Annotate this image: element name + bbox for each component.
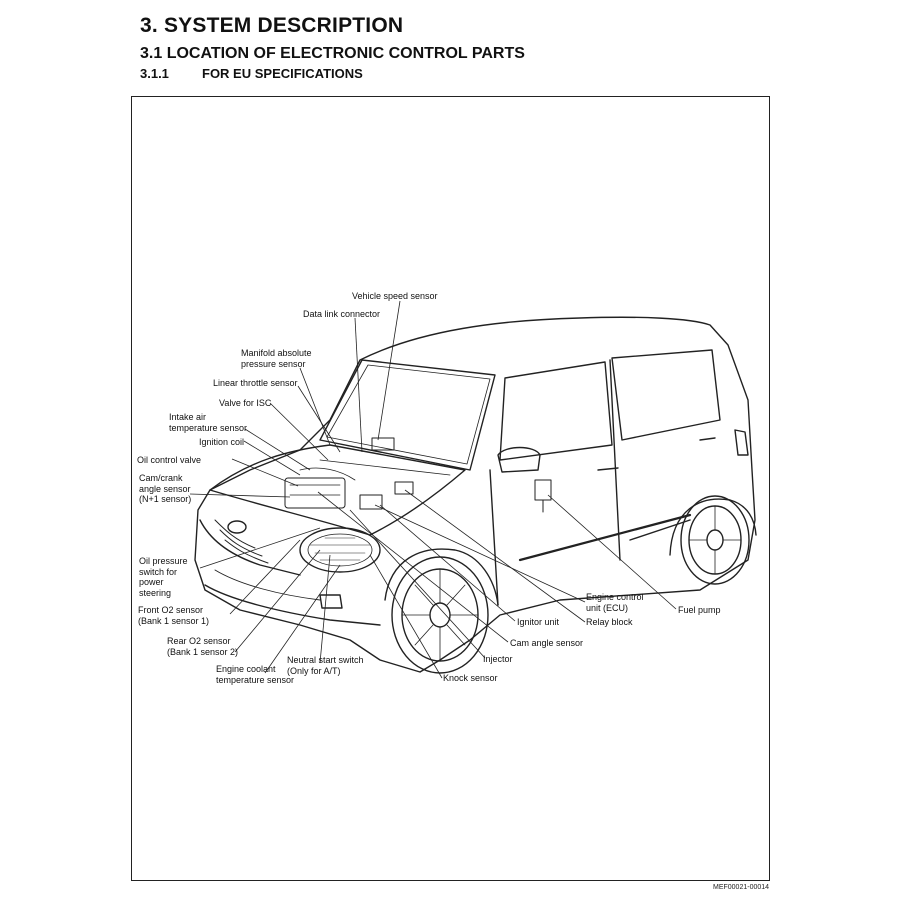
figure-code: MEF00021-00014 [713,884,770,891]
page-title: 3. SYSTEM DESCRIPTION [140,14,404,37]
label-rear-o2-sensor: Rear O2 sensor(Bank 1 sensor 2) [167,636,239,657]
label-relay-block: Relay block [586,617,633,627]
label-oil-control-valve: Oil control valve [137,455,202,465]
label-linear-throttle-sensor: Linear throttle sensor [213,378,298,388]
label-injector: Injector [483,654,513,664]
label-neutral-start-switch: Neutral start switch(Only for A/T) [287,655,364,676]
label-front-o2-sensor: Front O2 sensor(Bank 1 sensor 1) [138,605,210,626]
label-valve-for-isc: Valve for ISC [219,398,272,408]
label-data-link-connector: Data link connector [303,309,381,319]
label-vehicle-speed-sensor: Vehicle speed sensor [352,291,438,301]
subsection-label: FOR EU SPECIFICATIONS [202,66,363,81]
subsection-number: 3.1.1 [140,66,169,81]
label-knock-sensor: Knock sensor [443,673,498,683]
diagram-frame [131,96,770,881]
label-ignition-coil: Ignition coil [199,437,245,447]
subsection-title: 3.1.1 FOR EU SPECIFICATIONS [140,66,363,81]
section-title: 3.1 LOCATION OF ELECTRONIC CONTROL PARTS [140,45,525,62]
label-ignitor-unit: Ignitor unit [517,617,560,627]
label-fuel-pump: Fuel pump [678,605,721,615]
label-cam-angle-sensor: Cam angle sensor [510,638,584,648]
